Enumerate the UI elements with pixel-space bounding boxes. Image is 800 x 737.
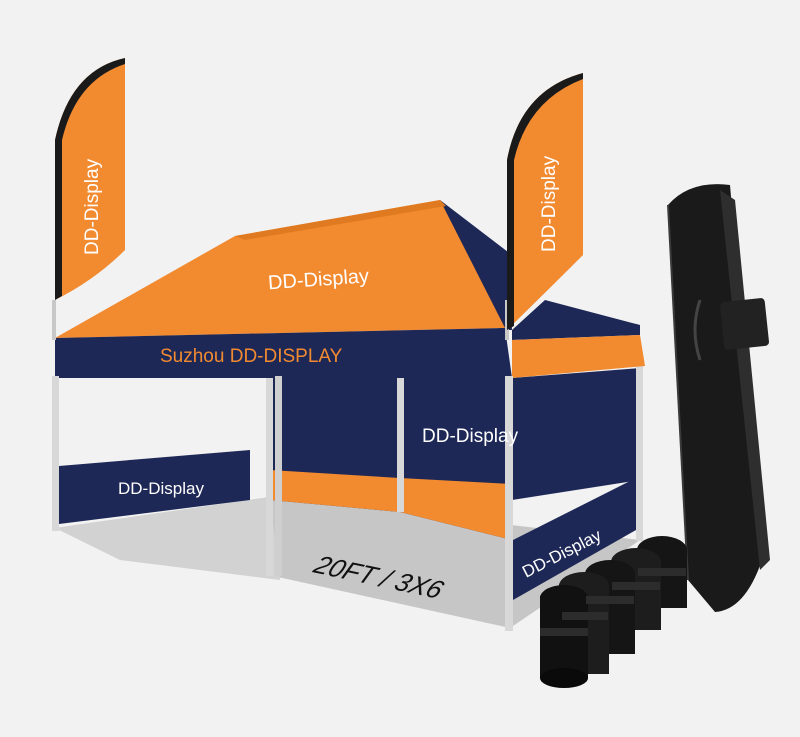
leg-back-left [266, 366, 273, 576]
leg-front-left [52, 376, 59, 531]
roof-top [55, 200, 505, 338]
roof-side-right [440, 200, 512, 330]
half-wall-left [59, 450, 250, 524]
half-wall-right [513, 478, 636, 600]
flag-right [507, 73, 583, 330]
valance-label: Suzhou DD-DISPLAY [160, 346, 343, 367]
flag-left-label: DD-Display [82, 158, 103, 255]
leg-back-middle [397, 372, 404, 512]
flag-left [55, 58, 125, 300]
flag-right-label: DD-Display [539, 155, 560, 252]
carry-bag [667, 184, 770, 612]
half-wall-left-label: DD-Display [118, 479, 204, 498]
leg-front-right [505, 376, 513, 631]
side-wall-right [512, 368, 640, 500]
front-valance [55, 328, 512, 378]
leg-back-right [636, 366, 643, 541]
back-wall-label: DD-Display [422, 426, 519, 447]
sand-weight-bags [540, 536, 687, 688]
